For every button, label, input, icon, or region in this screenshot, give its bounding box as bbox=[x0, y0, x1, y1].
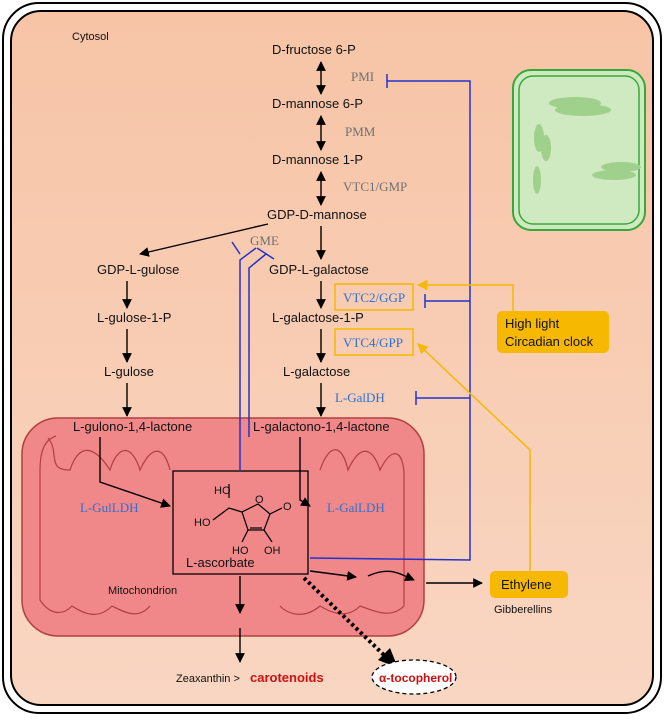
struct-ho-top: HO bbox=[214, 485, 231, 497]
enzyme-l-galdh-mito: L-GalLDH bbox=[327, 500, 385, 515]
regulator-lines bbox=[416, 279, 531, 571]
l-galactose-1p: L-galactose-1-P bbox=[272, 310, 364, 325]
struct-o-carbonyl: O bbox=[283, 501, 292, 513]
gdp-l-galactose: GDP-L-galactose bbox=[269, 262, 369, 277]
vtc4-box bbox=[334, 328, 414, 356]
zeaxanthin-label: Zeaxanthin > bbox=[176, 673, 240, 685]
gdp-d-mannose: GDP-D-mannose bbox=[267, 207, 367, 222]
high-light-box bbox=[497, 311, 609, 353]
pathway-arrows bbox=[99, 61, 483, 663]
enzyme-vtc1: VTC1/GMP bbox=[343, 179, 407, 194]
struct-o-ring: O bbox=[255, 494, 264, 506]
enzyme-vtc2: VTC2/GGP bbox=[343, 290, 405, 305]
d-fructose-6p: D-fructose 6-P bbox=[272, 42, 356, 57]
circadian-label: Circadian clock bbox=[505, 334, 594, 349]
enzyme-vtc4: VTC4/GPP bbox=[343, 335, 403, 350]
ascorbate-box bbox=[172, 470, 309, 575]
enzyme-pmi: PMI bbox=[351, 69, 374, 84]
ascorbate-tocopherol-arrow bbox=[302, 576, 388, 659]
l-ascorbate-label: L-ascorbate bbox=[186, 555, 255, 570]
high-light-label: High light bbox=[505, 316, 560, 331]
ethylene-label: Ethylene bbox=[501, 577, 552, 592]
gdp-l-gulose: GDP-L-gulose bbox=[97, 262, 179, 277]
struct-oh-bottom: OH bbox=[264, 545, 281, 557]
l-galactose: L-galactose bbox=[283, 364, 350, 379]
vtc2-box bbox=[334, 283, 414, 311]
l-gulose: L-gulose bbox=[104, 364, 154, 379]
mitochondrion-label: Mitochondrion bbox=[108, 585, 177, 597]
inhibition-lines bbox=[231, 74, 471, 561]
l-galactono-lactone: L-galactono-1,4-lactone bbox=[253, 419, 390, 434]
enzyme-gme: GME bbox=[250, 233, 279, 248]
struct-ho-left: HO bbox=[194, 517, 211, 529]
cytosol-label: Cytosol bbox=[72, 31, 109, 43]
ethylene-box bbox=[490, 571, 568, 598]
enzyme-l-guldh-mito: L-GulLDH bbox=[80, 500, 139, 515]
l-gulose-1p: L-gulose-1-P bbox=[97, 310, 171, 325]
d-mannose-1p: D-mannose 1-P bbox=[272, 152, 363, 167]
ascorbate-structure bbox=[212, 484, 283, 543]
enzyme-l-galdh: L-GalDH bbox=[335, 390, 385, 405]
gibberellins-label: Gibberellins bbox=[494, 604, 553, 616]
d-mannose-6p: D-mannose 6-P bbox=[272, 96, 363, 111]
carotenoids-label: carotenoids bbox=[250, 670, 324, 685]
tocopherol-ellipse bbox=[371, 659, 457, 695]
enzyme-pmm: PMM bbox=[345, 124, 376, 139]
cell-wall bbox=[2, 2, 662, 714]
l-gulono-lactone: L-gulono-1,4-lactone bbox=[73, 419, 192, 434]
struct-ho-bottom: HO bbox=[232, 545, 249, 557]
tocopherol-label: α-tocopherol bbox=[379, 671, 452, 685]
chloroplast bbox=[512, 69, 646, 231]
